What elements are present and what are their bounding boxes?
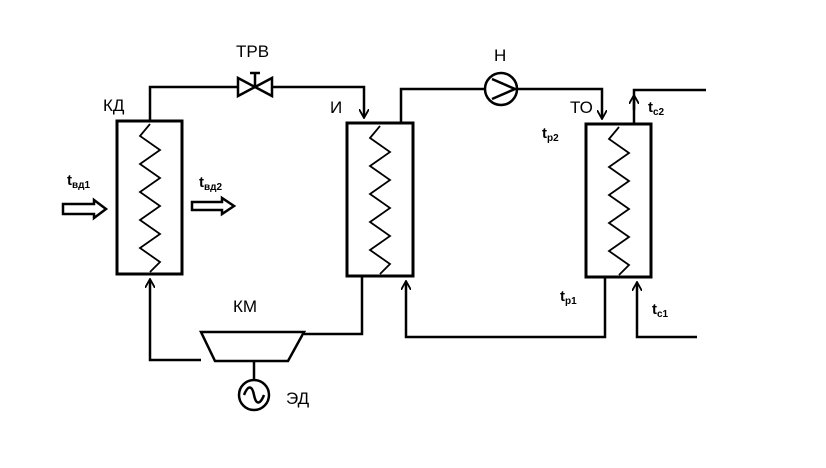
label-t-vd1: tвд1 <box>67 172 90 191</box>
pipe-condenser-to-valve <box>148 85 238 121</box>
label-t-r2: tр2 <box>542 125 559 144</box>
pipe-evaporator-to-pump <box>399 87 484 123</box>
label-condenser: КД <box>103 96 125 115</box>
compressor <box>199 330 307 380</box>
pipe-secondary-out <box>632 88 706 124</box>
pipe-pump-to-heat-exchanger <box>518 87 602 118</box>
label-t-r1: tр1 <box>560 288 577 307</box>
heat-exchanger-box <box>584 122 653 279</box>
pipe-valve-to-evaporator <box>272 85 364 117</box>
label-t-c2: tс2 <box>648 99 665 118</box>
label-t-vd2: tвд2 <box>199 174 222 193</box>
label-motor: ЭД <box>286 389 310 408</box>
air-outlet-arrow <box>190 195 237 217</box>
pipe-heat-exchanger-return <box>406 277 607 339</box>
pump <box>483 71 519 107</box>
pipe-secondary-in <box>637 283 697 339</box>
condenser-coil <box>138 123 162 273</box>
condenser-box <box>115 119 184 276</box>
evaporator-box <box>345 121 415 278</box>
pipe-compressor-to-condenser <box>150 280 201 362</box>
label-t-c1: tс1 <box>652 301 669 320</box>
evaporator-coil <box>368 125 392 275</box>
label-compressor: КМ <box>233 297 257 316</box>
label-evaporator: И <box>330 98 342 117</box>
label-heat-exchanger: ТО <box>570 98 593 117</box>
label-pump: Н <box>494 46 506 65</box>
heat-exchanger-coil <box>607 126 631 276</box>
pipe-evaporator-to-compressor <box>304 276 364 336</box>
expansion-valve <box>236 71 274 99</box>
motor <box>237 378 271 412</box>
label-expansion-valve: ТРВ <box>236 42 269 61</box>
air-inlet-arrow <box>61 197 109 221</box>
